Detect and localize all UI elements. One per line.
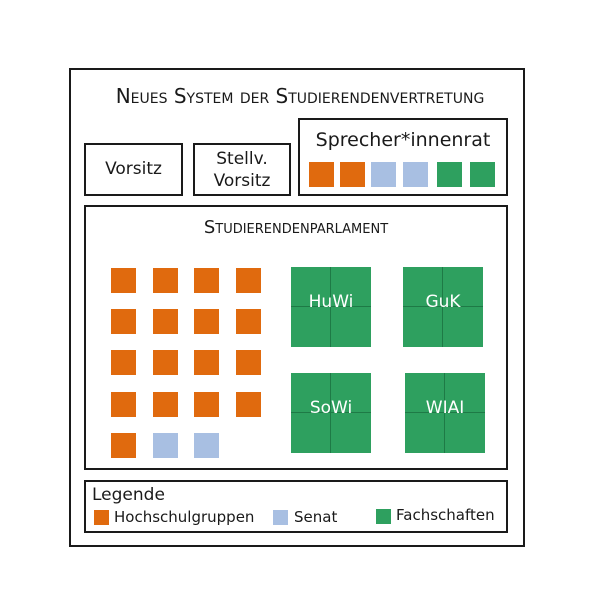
legend-label-hochschulgruppen: Hochschulgruppen [114,508,255,526]
sprecherrat-seat-senat [371,162,396,187]
legend-swatch-fachschaften [376,509,391,524]
block-divider-vertical [442,267,443,347]
block-divider-horizontal [291,412,371,413]
parlament-seat-hochschulgruppen [153,309,178,334]
stellv-vorsitz-label-line2: Vorsitz [213,171,271,191]
parlament-seat-hochschulgruppen [236,309,261,334]
sprecherrat-title: Sprecher*innenrat [315,129,491,151]
parlament-seat-hochschulgruppen [153,350,178,375]
parlament-seat-hochschulgruppen [194,392,219,417]
legend-title: Legende [92,485,165,505]
sprecherrat-seat-hochschulgruppen [340,162,365,187]
block-divider-vertical [444,373,445,453]
parlament-box: Studierendenparlament HuWi GuK SoWi WIAI [84,205,508,470]
parlament-seat-hochschulgruppen [153,268,178,293]
parlament-seat-hochschulgruppen [153,392,178,417]
parlament-seat-hochschulgruppen [194,268,219,293]
parlament-seat-hochschulgruppen [111,350,136,375]
legend-swatch-senat [273,510,288,525]
sprecherrat-seat-hochschulgruppen [309,162,334,187]
block-divider-vertical [330,267,331,347]
fachschaft-label: HuWi [308,292,354,312]
sprecherrat-seat-senat [403,162,428,187]
legend-box: Legende Hochschulgruppen Senat Fachschaf… [84,480,508,533]
parlament-seat-hochschulgruppen [194,350,219,375]
stellv-vorsitz-label-line1: Stellv. [216,149,268,169]
stellv-vorsitz-box: Stellv. Vorsitz [193,143,291,196]
fachschaft-label: GuK [425,292,461,312]
legend-label-senat: Senat [294,508,338,526]
parlament-seat-hochschulgruppen [111,309,136,334]
parlament-seat-hochschulgruppen [236,268,261,293]
block-divider-horizontal [403,306,483,307]
legend-label-fachschaften: Fachschaften [396,506,495,524]
block-divider-horizontal [291,306,371,307]
parlament-seat-hochschulgruppen [111,433,136,458]
parlament-title: Studierendenparlament [203,217,389,238]
sprecherrat-seat-fachschaften [470,162,495,187]
fachschaft-block-sowi: SoWi [291,373,371,453]
fachschaft-label: WIAI [425,398,465,418]
diagram-title: Neues System der Studierendenvertretung [115,84,485,108]
parlament-seat-hochschulgruppen [111,268,136,293]
parlament-seat-hochschulgruppen [236,350,261,375]
sprecherrat-box: Sprecher*innenrat [298,118,508,196]
vorsitz-label: Vorsitz [105,159,162,179]
vorsitz-box: Vorsitz [84,143,183,196]
fachschaft-block-guk: GuK [403,267,483,347]
parlament-seat-hochschulgruppen [236,392,261,417]
fachschaft-block-wiai: WIAI [405,373,485,453]
parlament-seat-hochschulgruppen [111,392,136,417]
fachschaft-label: SoWi [309,398,353,418]
parlament-seat-hochschulgruppen [194,309,219,334]
block-divider-horizontal [405,412,485,413]
parlament-seat-senat [194,433,219,458]
fachschaft-block-huwi: HuWi [291,267,371,347]
legend-swatch-hochschulgruppen [94,510,109,525]
sprecherrat-seat-fachschaften [437,162,462,187]
block-divider-vertical [330,373,331,453]
parlament-seat-senat [153,433,178,458]
